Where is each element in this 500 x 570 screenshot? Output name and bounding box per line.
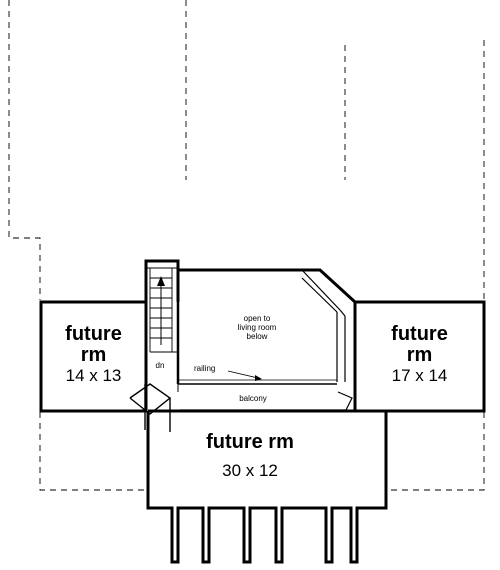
open-to-line1: open to: [243, 314, 271, 323]
left-room-name-line1: future: [65, 323, 122, 345]
open-to-line2: living room: [237, 323, 277, 332]
right-room-name-line2: rm: [406, 344, 433, 366]
left-room-walls: [39, 300, 148, 413]
right-room-dimensions: 17 x 14: [391, 366, 448, 385]
right-room-walls: [353, 300, 486, 413]
bottom-room-name: future rm: [206, 431, 294, 453]
door-swing-icon: [129, 383, 172, 432]
open-to-line3: below: [246, 332, 268, 341]
bottom-room-walls: [146, 411, 388, 564]
bottom-room-dimensions: 30 x 12: [222, 461, 278, 480]
open-to-note: open to living room below: [212, 314, 302, 341]
railing-leader: [227, 370, 262, 381]
right-room-label: future rm 17 x 14: [367, 324, 472, 386]
left-room-dimensions: 14 x 13: [65, 366, 122, 385]
bottom-room-label: future rm 30 x 12: [180, 432, 320, 481]
balcony-note: balcony: [239, 394, 267, 403]
angled-chase: [301, 269, 355, 382]
balcony-arrow-icon: [180, 391, 353, 411]
left-room-name-line2: rm: [80, 344, 107, 366]
stair-arrow-icon: [157, 276, 165, 345]
left-room-label: future rm 14 x 13: [41, 324, 146, 386]
right-room-name-line1: future: [391, 323, 448, 345]
walls: [39, 259, 486, 564]
stair-down-note: dn: [155, 361, 165, 370]
railing-note: railing: [194, 364, 216, 373]
